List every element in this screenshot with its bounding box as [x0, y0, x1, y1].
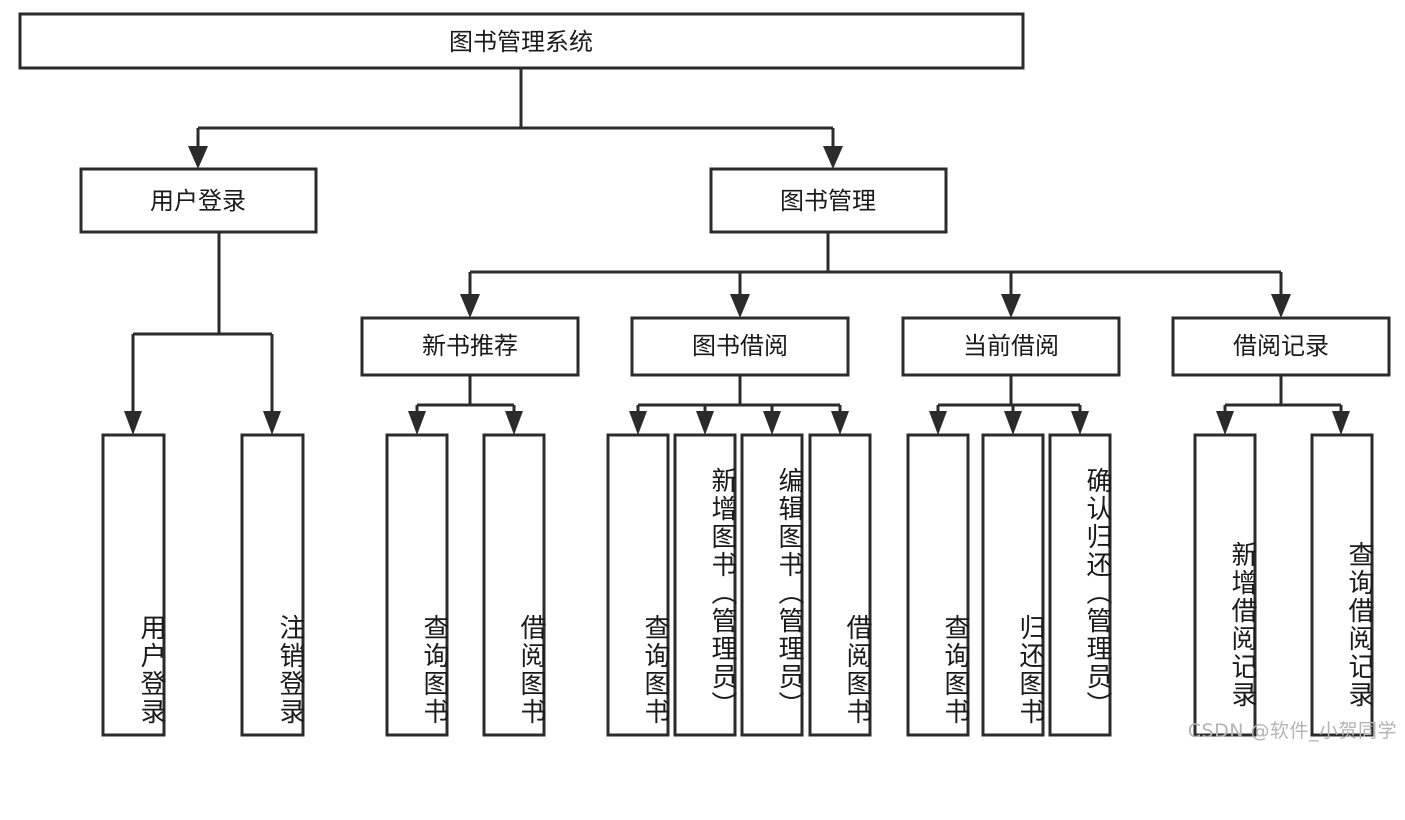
arrow-head-leaf-user-login — [124, 411, 142, 435]
node-leaf-query-book-3-box[interactable] — [906, 433, 970, 737]
node-book-manage[interactable]: 图书管理 — [709, 167, 948, 234]
connector-user-login-to-leaves — [124, 232, 281, 435]
node-leaf-user-login-box[interactable] — [101, 433, 166, 737]
arrow-head-leaf-confirm-return — [1071, 411, 1089, 435]
node-user-login-box[interactable] — [79, 167, 318, 234]
arrow-head-leaf-query-book-2 — [629, 411, 647, 435]
node-new-book-rec-label: 新书推荐 — [422, 332, 518, 360]
node-borrow-record-box[interactable] — [1171, 316, 1391, 377]
node-current-borrow[interactable]: 当前借阅 — [901, 316, 1121, 377]
arrow-head-leaf-user-logout — [263, 411, 281, 435]
arrow-head-leaf-return-book — [1004, 411, 1022, 435]
node-leaf-confirm-return-box[interactable] — [1048, 433, 1112, 737]
node-leaf-user-logout-box[interactable] — [240, 433, 305, 737]
node-current-borrow-label: 当前借阅 — [963, 332, 1059, 360]
node-root[interactable]: 图书管理系统 — [18, 12, 1025, 70]
node-root-box[interactable] — [18, 12, 1025, 70]
diagram-canvas: 图书管理系统 用户登录 图书管理 — [18, 12, 1397, 742]
node-leaf-borrow-book-1-box[interactable] — [482, 433, 546, 737]
arrow-head-leaf-query-book-1 — [408, 411, 426, 435]
connector-new-book-rec-to-leaves — [408, 375, 523, 435]
connector-root-to-level2 — [188, 68, 843, 169]
arrow-head-current-borrow — [1001, 294, 1021, 318]
node-leaf-add-book-box[interactable] — [673, 433, 737, 737]
node-leaf-query-book-1-box[interactable] — [385, 433, 449, 737]
node-user-login[interactable]: 用户登录 — [79, 167, 318, 234]
node-book-borrow-box[interactable] — [630, 316, 850, 377]
arrow-head-leaf-query-book-3 — [929, 411, 947, 435]
node-borrow-record-label: 借阅记录 — [1233, 332, 1329, 360]
arrow-head-new-book-rec — [460, 294, 480, 318]
arrow-head-leaf-borrow-book-2 — [831, 411, 849, 435]
arrow-head-book-borrow — [730, 294, 750, 318]
arrow-head-leaf-edit-book — [763, 411, 781, 435]
node-leaf-return-book-box[interactable] — [981, 433, 1045, 737]
arrow-head-book-manage — [823, 146, 843, 169]
node-book-manage-label: 图书管理 — [780, 187, 876, 215]
node-leaf-add-record-box[interactable] — [1193, 433, 1257, 737]
node-user-login-label: 用户登录 — [150, 187, 246, 215]
node-new-book-rec[interactable]: 新书推荐 — [360, 316, 580, 377]
arrow-head-leaf-add-book — [696, 411, 714, 435]
node-leaf-edit-book-box[interactable] — [740, 433, 804, 737]
node-book-manage-box[interactable] — [709, 167, 948, 234]
connector-current-borrow-to-leaves — [929, 375, 1089, 435]
connector-borrow-record-to-leaves — [1216, 375, 1350, 435]
arrow-head-borrow-record — [1271, 294, 1291, 318]
connector-book-borrow-to-leaves — [629, 375, 849, 435]
arrow-head-leaf-query-record — [1332, 411, 1350, 435]
node-book-borrow-label: 图书借阅 — [692, 332, 788, 360]
arrow-head-leaf-borrow-book-1 — [505, 411, 523, 435]
node-leaf-borrow-book-2-box[interactable] — [808, 433, 872, 737]
connector-book-manage-to-level3 — [460, 232, 1291, 318]
arrow-head-leaf-add-record — [1216, 411, 1234, 435]
node-borrow-record[interactable]: 借阅记录 — [1171, 316, 1391, 377]
node-new-book-rec-box[interactable] — [360, 316, 580, 377]
arrow-head-user-login — [188, 146, 208, 169]
diagram-svg: 图书管理系统 用户登录 图书管理 — [18, 12, 1391, 737]
node-leaf-query-record-box[interactable] — [1310, 433, 1374, 737]
csdn-watermark: CSDN @软件_小贺同学 — [1187, 720, 1397, 742]
node-current-borrow-box[interactable] — [901, 316, 1121, 377]
node-book-borrow[interactable]: 图书借阅 — [630, 316, 850, 377]
node-leaf-query-book-2-box[interactable] — [606, 433, 670, 737]
node-root-label: 图书管理系统 — [449, 28, 593, 56]
